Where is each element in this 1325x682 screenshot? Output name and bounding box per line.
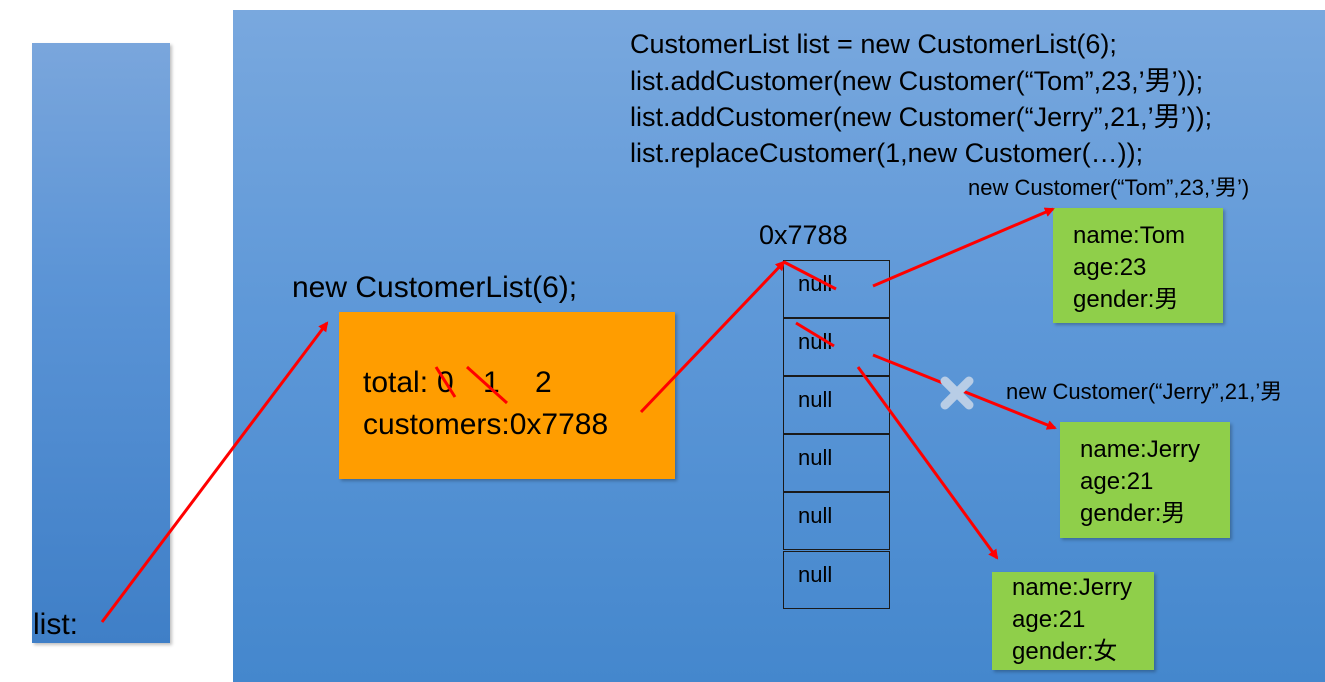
arrow-cell1-to-jerry-new	[856, 366, 999, 560]
jerry-new-name: name:Jerry	[1012, 574, 1133, 601]
array-cell: null	[783, 551, 890, 609]
customer-tom-object: name:Tom age:23 gender:男	[1053, 208, 1223, 323]
array-address: 0x7788	[759, 220, 848, 250]
arrow-customers-to-array	[639, 260, 786, 414]
code-line-3: list.addCustomer(new Customer(“Jerry”,21…	[630, 102, 1213, 132]
customerlist-label: new CustomerList(6);	[292, 271, 578, 304]
jerry-new-age: age:21	[1012, 606, 1086, 633]
customer-jerry-old-object: name:Jerry age:21 gender:男	[1060, 422, 1230, 538]
total-value-2: 2	[535, 366, 552, 399]
customer-jerry-new-object: name:Jerry age:21 gender:女	[992, 572, 1154, 670]
stack-variable-label: list:	[33, 608, 78, 641]
stack-region	[32, 43, 170, 643]
jerry-old-age: age:21	[1080, 468, 1154, 495]
code-line-4: list.replaceCustomer(1,new Customer(…));	[630, 138, 1144, 168]
array-cell: null	[783, 492, 890, 550]
code-line-1: CustomerList list = new CustomerList(6);	[630, 29, 1117, 59]
jerry-constructor-label: new Customer(“Jerry”,21,’男	[1006, 379, 1283, 404]
cross-icon	[940, 376, 974, 410]
tom-constructor-label: new Customer(“Tom”,23,’男’)	[968, 175, 1250, 200]
total-prefix: total:	[363, 366, 429, 399]
customers-field: customers:0x7788	[363, 408, 609, 441]
strike-array-ref-1	[795, 321, 835, 348]
tom-gender: gender:男	[1073, 286, 1179, 313]
tom-name: name:Tom	[1073, 222, 1186, 249]
arrow-list-to-customerlist	[100, 321, 329, 623]
strike-total-0	[434, 366, 457, 398]
code-line-2: list.addCustomer(new Customer(“Tom”,23,’…	[630, 66, 1204, 96]
jerry-new-gender: gender:女	[1012, 638, 1118, 665]
jerry-old-gender: gender:男	[1080, 500, 1186, 527]
strike-array-ref-0	[783, 260, 837, 291]
strike-total-1	[465, 365, 509, 405]
jerry-old-name: name:Jerry	[1080, 436, 1201, 463]
tom-age: age:23	[1073, 254, 1147, 281]
array-cell: null	[783, 434, 890, 492]
customerlist-object	[339, 312, 675, 479]
arrow-cell0-to-tom	[872, 207, 1055, 288]
array-cell: null	[783, 376, 890, 434]
